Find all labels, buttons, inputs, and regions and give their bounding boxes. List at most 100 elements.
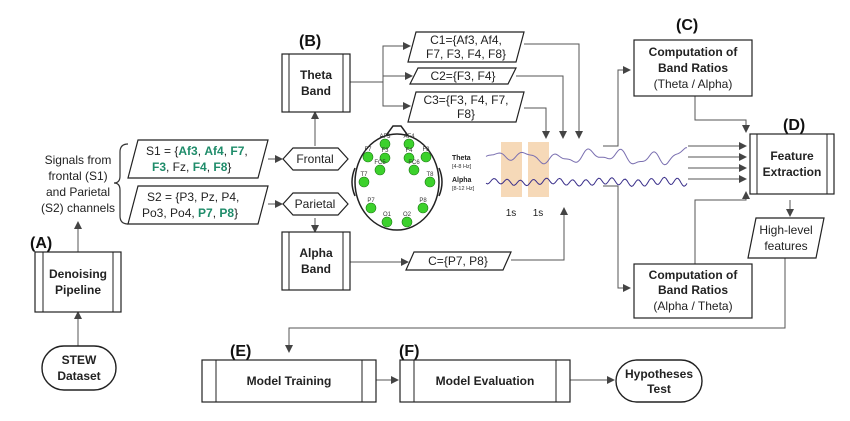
stew-dataset-node: STEW Dataset xyxy=(41,345,117,391)
electrode-t7 xyxy=(358,176,370,188)
c-alpha-node: C={P7, P8} xyxy=(405,251,512,271)
alpha-waveform xyxy=(485,176,688,187)
stew-dataset-line1: STEW xyxy=(62,353,97,367)
s2-line2: Po3, Po4, P7, P8} xyxy=(142,206,238,220)
alpha-band-line2: Band xyxy=(301,262,331,276)
arrow-highlevel-to-training xyxy=(285,258,786,353)
electrode-f8 xyxy=(420,151,432,163)
waveform-panel: Theta [4-8 Hz] Alpha [8-12 Hz] 1s 1s xyxy=(452,142,688,219)
arrow-c1-to-wave xyxy=(524,43,583,139)
c3-line2: F8} xyxy=(457,107,475,121)
head-ear-right xyxy=(438,167,443,197)
parietal-label: Parietal xyxy=(295,197,336,211)
highlevel-line1: High-level xyxy=(759,223,812,237)
highlevel-line2: features xyxy=(764,239,807,253)
electrode-label-af4: AF4 xyxy=(403,134,415,140)
model-evaluation-label: Model Evaluation xyxy=(436,374,535,388)
band-ratio-theta-alpha-node: Computation of Band Ratios (Theta / Alph… xyxy=(633,39,753,97)
connectors xyxy=(74,42,794,384)
arrow-ratio-top-to-feature xyxy=(694,96,750,133)
frontal-node: Frontal xyxy=(282,147,349,171)
ratio-top-line2: Band Ratios xyxy=(658,61,728,75)
electrode-label-f7: F7 xyxy=(364,147,372,153)
denoising-pipeline-node: Denoising Pipeline xyxy=(34,251,122,313)
hypotheses-line1: Hypotheses xyxy=(625,367,693,381)
arrow-theta-to-c1 xyxy=(350,42,411,83)
arrow-c-to-wave xyxy=(511,207,568,261)
hypotheses-test-node: Hypotheses Test xyxy=(615,359,703,403)
electrode-label-f4: F4 xyxy=(405,148,413,154)
arrow-c3-to-wave xyxy=(524,107,550,139)
time-window-1 xyxy=(501,142,522,197)
head-outline xyxy=(354,133,440,231)
ratio-bottom-line2: Band Ratios xyxy=(658,283,728,297)
theta-wave-range: [4-8 Hz] xyxy=(452,164,472,170)
electrode-label-fc5: FC5 xyxy=(374,160,386,166)
electrode-fc6 xyxy=(408,164,420,176)
band-ratio-alpha-theta-node: Computation of Band Ratios (Alpha / Thet… xyxy=(633,263,753,319)
theta-band-line1: Theta xyxy=(300,68,332,82)
c1-line1: C1={Af3, Af4, xyxy=(430,33,502,47)
s1-line2: F3, Fz, F4, F8} xyxy=(152,160,231,174)
electrode-o2 xyxy=(401,216,413,228)
electrode-label-t8: T8 xyxy=(426,172,434,178)
ratio-top-line3: (Theta / Alpha) xyxy=(654,77,733,91)
arrow-wave-to-ratio-bottom xyxy=(603,185,631,292)
electrode-label-f8: F8 xyxy=(422,147,430,153)
section-label-d: (D) xyxy=(783,117,805,134)
ratio-top-line1: Computation of xyxy=(649,45,739,59)
arrow-c2-to-wave xyxy=(516,75,567,139)
electrode-af3 xyxy=(379,138,391,150)
electrode-label-f3: F3 xyxy=(381,148,389,154)
alpha-wave-label: Alpha xyxy=(452,177,472,184)
electrode-f7 xyxy=(362,151,374,163)
signals-line2: frontal (S1) xyxy=(48,169,107,183)
alpha-band-line1: Alpha xyxy=(299,246,333,260)
feature-extraction-line1: Feature xyxy=(770,149,814,163)
electrode-fc5 xyxy=(374,164,386,176)
electrode-f3 xyxy=(379,152,391,164)
electrode-label-p8: P8 xyxy=(419,198,427,204)
s2-channels-node: S2 = {P3, Pz, P4, Po3, Po4, P7, P8} xyxy=(127,185,269,225)
electrode-label-o2: O2 xyxy=(403,212,412,218)
ratio-bottom-line1: Computation of xyxy=(649,268,739,282)
parietal-node: Parietal xyxy=(282,192,349,216)
model-training-label: Model Training xyxy=(247,374,332,388)
electrode-f4 xyxy=(403,152,415,164)
stew-dataset-line2: Dataset xyxy=(57,369,100,383)
section-label-e: (E) xyxy=(230,343,251,360)
denoising-pipeline-line1: Denoising xyxy=(49,267,107,281)
electrode-label-o1: O1 xyxy=(383,212,392,218)
time-window-2 xyxy=(528,142,549,197)
signals-description: Signals from frontal (S1) and Parietal (… xyxy=(41,143,129,225)
head-ear-left xyxy=(351,167,356,197)
electrode-label-fc6: FC6 xyxy=(408,160,420,166)
electrode-t8 xyxy=(424,176,436,188)
s2-line1: S2 = {P3, Pz, P4, xyxy=(147,190,239,204)
feature-extraction-node: Feature Extraction xyxy=(749,133,835,195)
s1-line1: S1 = {Af3, Af4, F7, xyxy=(146,144,248,158)
ratio-bottom-line3: (Alpha / Theta) xyxy=(653,299,732,313)
c1-line2: F7, F3, F4, F8} xyxy=(426,47,506,61)
signals-brace xyxy=(113,143,129,225)
electrode-label-p7: P7 xyxy=(367,198,375,204)
arrow-ratio-bottom-to-feature xyxy=(694,191,750,264)
denoising-pipeline-line2: Pipeline xyxy=(55,283,101,297)
high-level-features-node: High-level features xyxy=(747,217,825,259)
alpha-wave-range: [8-12 Hz] xyxy=(452,186,475,192)
section-label-f: (F) xyxy=(399,343,419,360)
electrode-o1 xyxy=(381,216,393,228)
signals-line4: (S2) channels xyxy=(41,201,115,215)
signals-line1: Signals from xyxy=(45,153,112,167)
theta-wave-label: Theta xyxy=(452,155,471,162)
c3-line1: C3={F3, F4, F7, xyxy=(423,93,508,107)
section-label-a: (A) xyxy=(30,235,52,252)
section-label-b: (B) xyxy=(299,33,321,50)
feature-extraction-line2: Extraction xyxy=(763,165,822,179)
hypotheses-line2: Test xyxy=(647,382,671,396)
window-1-label: 1s xyxy=(506,208,517,219)
arrow-wave-to-ratio-top xyxy=(603,66,631,147)
theta-band-node: Theta Band xyxy=(281,53,351,113)
